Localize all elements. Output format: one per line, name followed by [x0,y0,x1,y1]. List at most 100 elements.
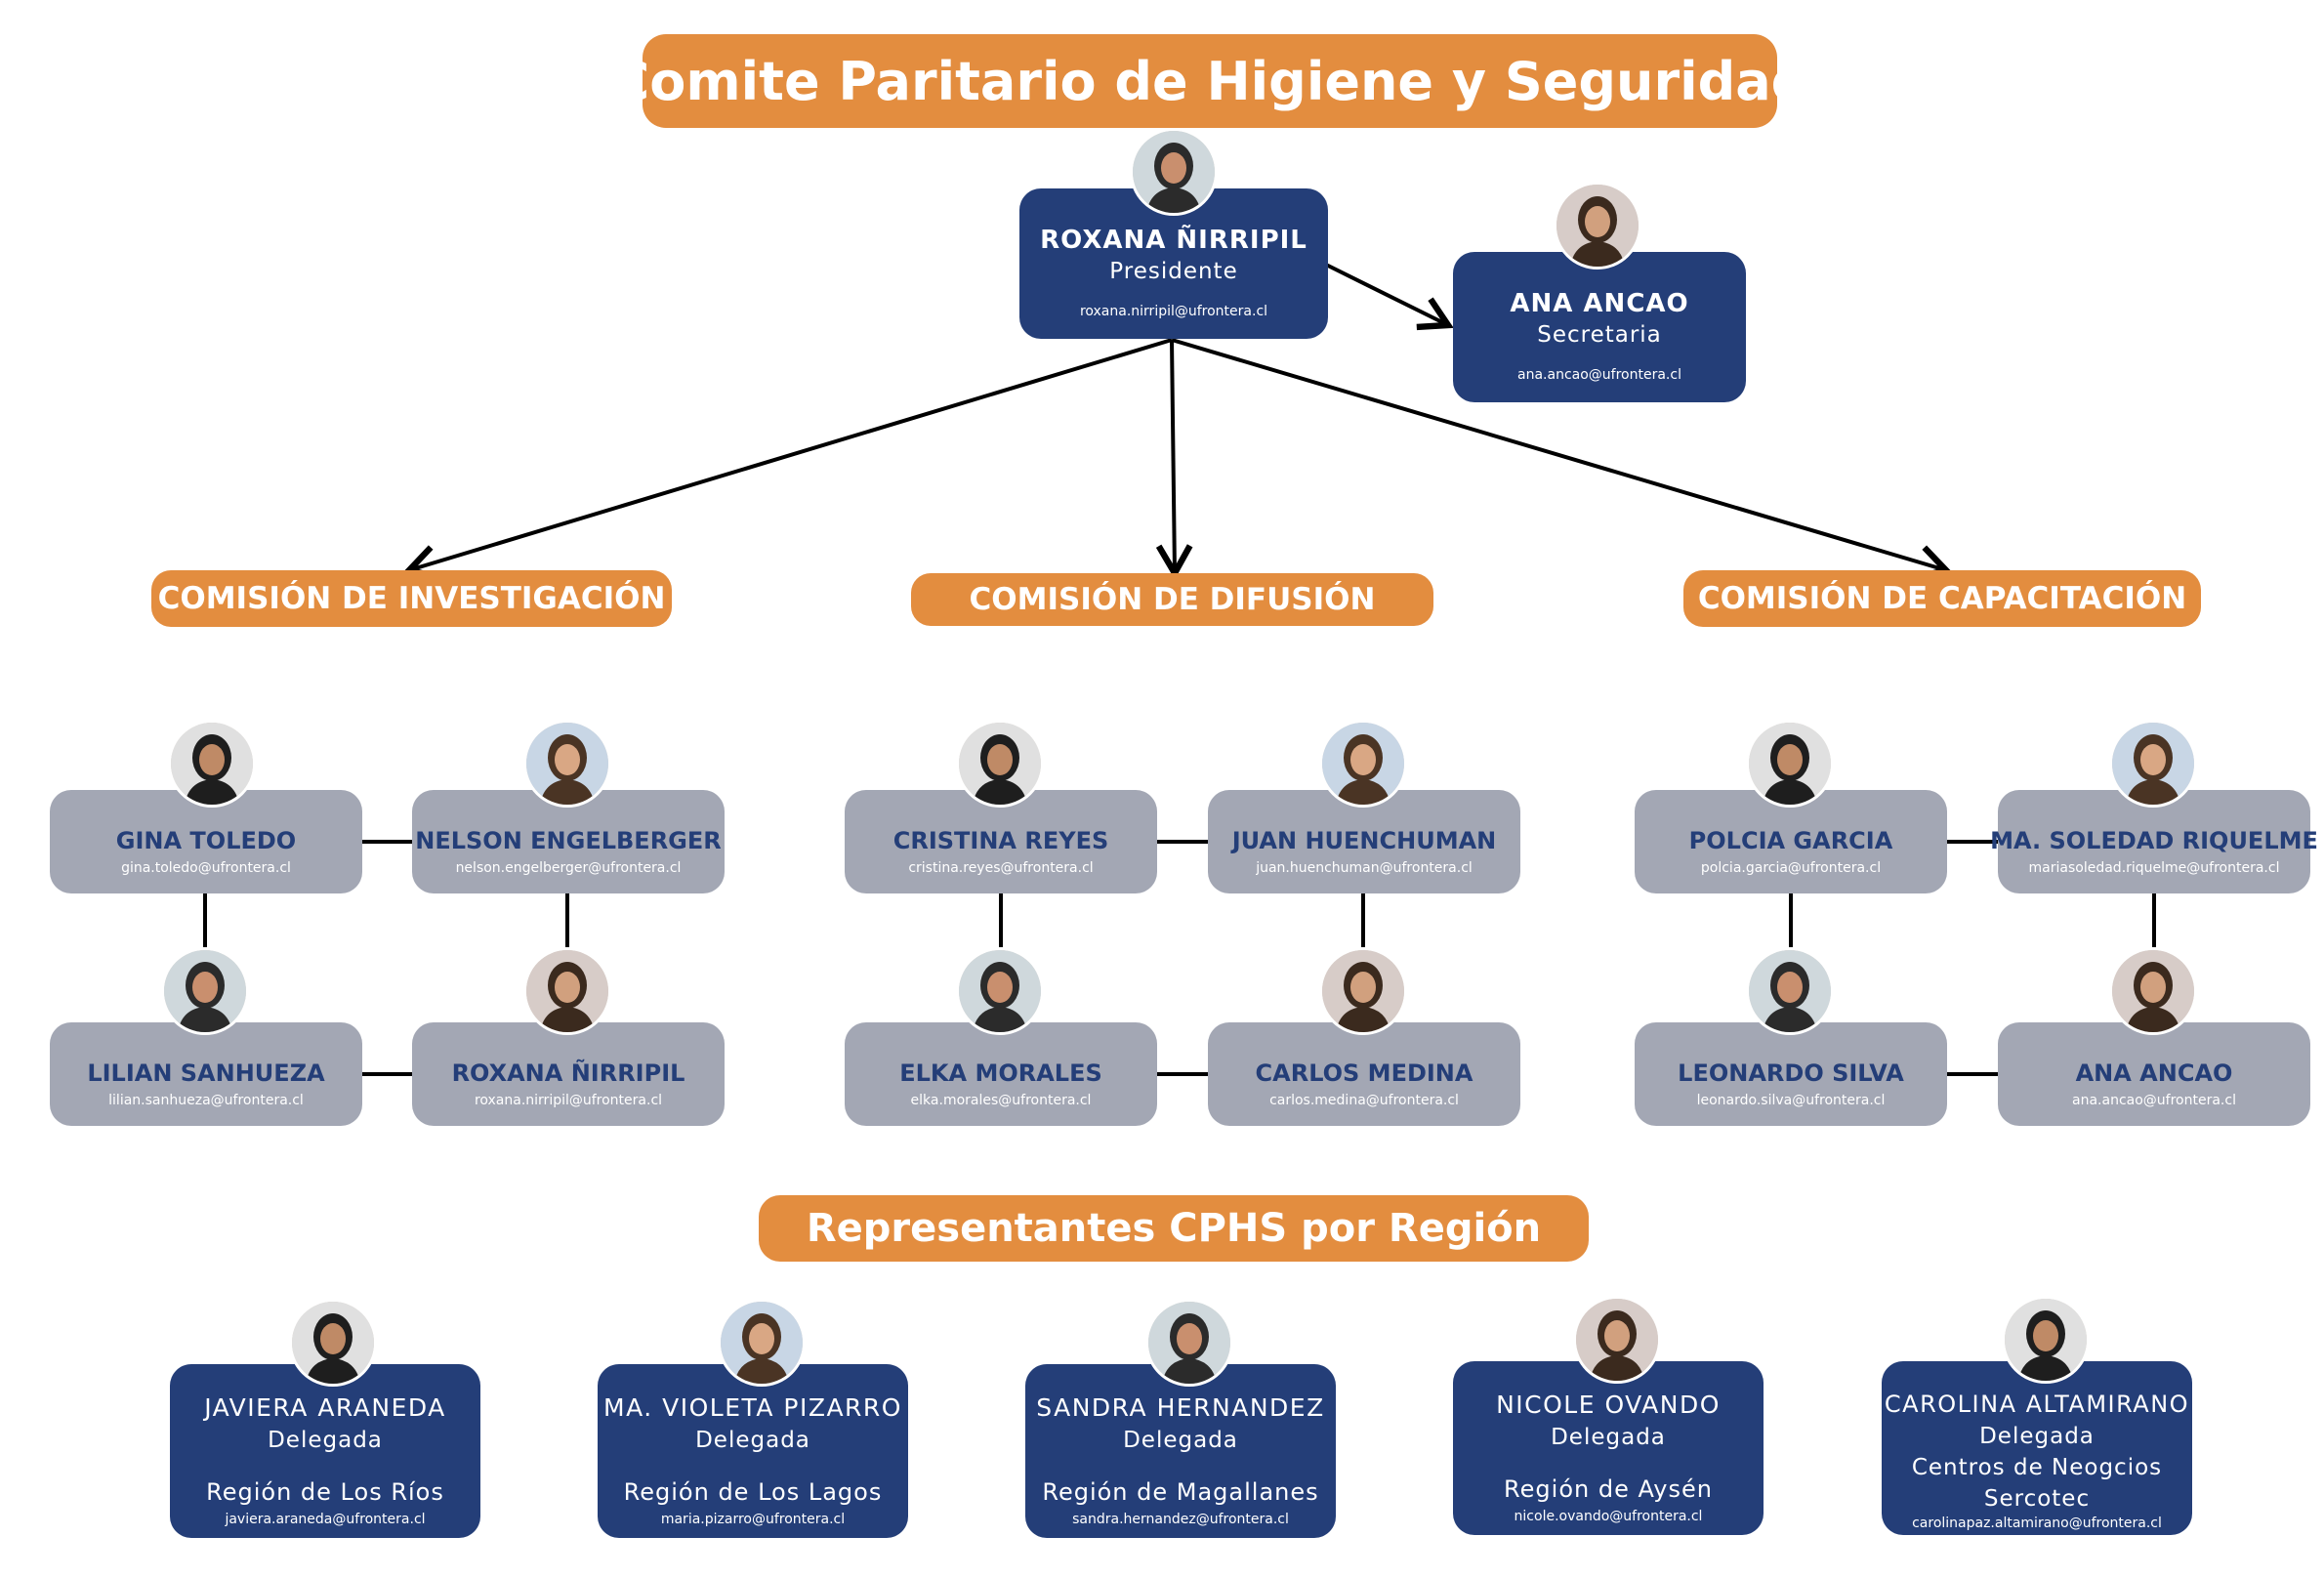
member-email: juan.huenchuman@ufrontera.cl [1256,860,1473,876]
representative-card: SANDRA HERNANDEZ Delegada Región de Maga… [1025,1364,1336,1538]
secretary-avatar [1554,182,1641,270]
member-avatar [956,720,1044,808]
person-icon [2112,723,2194,805]
president-email: roxana.nirripil@ufrontera.cl [1079,304,1268,319]
member-name: ANA ANCAO [2075,1059,2233,1087]
member-card: ROXANA ÑIRRIPIL roxana.nirripil@ufronter… [412,1022,725,1126]
commission-title-investigacion: COMISIÓN DE INVESTIGACIÓN [151,570,672,627]
member-name: NELSON ENGELBERGER [415,827,722,854]
rep-avatar [1573,1296,1661,1384]
person-icon [1148,1302,1230,1384]
person-icon [2112,950,2194,1032]
member-email: cristina.reyes@ufrontera.cl [908,860,1094,876]
person-icon [1556,185,1639,267]
person-icon [526,950,608,1032]
secretary-name: ANA ANCAO [1510,289,1689,318]
person-icon [164,950,246,1032]
rep-email: javiera.araneda@ufrontera.cl [225,1512,426,1527]
member-name: LEONARDO SILVA [1678,1059,1904,1087]
person-icon [1133,131,1215,213]
rep-role: Delegada [695,1428,810,1453]
member-email: elka.morales@ufrontera.cl [910,1093,1092,1108]
rep-role: Delegada [1123,1428,1238,1453]
rep-region: Región de Aysén [1504,1475,1713,1503]
member-email: polcia.garcia@ufrontera.cl [1700,860,1882,876]
rep-name: NICOLE OVANDO [1496,1391,1721,1419]
member-email: mariasoledad.riquelme@ufrontera.cl [2028,860,2280,876]
representative-card: MA. VIOLETA PIZARRO Delegada Región de L… [598,1364,908,1538]
person-icon [959,950,1041,1032]
member-card: ELKA MORALES elka.morales@ufrontera.cl [845,1022,1157,1126]
person-icon [1576,1299,1658,1381]
person-icon [171,723,253,805]
member-card: POLCIA GARCIA polcia.garcia@ufrontera.cl [1635,790,1947,893]
representative-card: CAROLINA ALTAMIRANO Delegada Centros de … [1882,1361,2192,1535]
member-card: LEONARDO SILVA leonardo.silva@ufrontera.… [1635,1022,1947,1126]
member-name: JUAN HUENCHUMAN [1231,827,1497,854]
member-card: CARLOS MEDINA carlos.medina@ufrontera.cl [1208,1022,1520,1126]
rep-region: Región de Los Lagos [623,1478,883,1506]
rep-name: SANDRA HERNANDEZ [1036,1393,1325,1422]
rep-email: sandra.hernandez@ufrontera.cl [1072,1512,1289,1527]
secretary-role: Secretaria [1537,322,1662,348]
commission-title-difusion: COMISIÓN DE DIFUSIÓN [911,573,1433,626]
arrow-to-capacitacion [1171,338,1953,581]
person-icon [959,723,1041,805]
member-name: CARLOS MEDINA [1255,1059,1473,1087]
rep-role: Delegada [268,1428,383,1453]
member-name: CRISTINA REYES [892,827,1109,854]
secretary-card: ANA ANCAO Secretaria ana.ancao@ufrontera… [1453,252,1746,402]
arrow-to-secretary [1323,262,1454,331]
person-icon [1322,950,1404,1032]
rep-region-line2: Sercotec [1983,1486,2091,1512]
rep-name: CAROLINA ALTAMIRANO [1884,1391,2190,1418]
member-avatar [2109,720,2197,808]
rep-name: MA. VIOLETA PIZARRO [603,1393,902,1422]
person-icon [526,723,608,805]
member-avatar [956,947,1044,1035]
rep-avatar [289,1299,377,1387]
person-icon [1749,723,1831,805]
member-name: POLCIA GARCIA [1688,827,1893,854]
secretary-email: ana.ancao@ufrontera.cl [1517,367,1681,383]
member-email: roxana.nirripil@ufrontera.cl [474,1093,663,1108]
regions-title: Representantes CPHS por Región [759,1195,1589,1262]
member-avatar [1746,947,1834,1035]
representative-card: NICOLE OVANDO Delegada Región de Aysén n… [1453,1361,1764,1535]
member-avatar [161,947,249,1035]
member-card: LILIAN SANHUEZA lilian.sanhueza@ufronter… [50,1022,362,1126]
president-card: ROXANA ÑIRRIPIL Presidente roxana.nirrip… [1019,188,1328,339]
rep-email: nicole.ovando@ufrontera.cl [1514,1509,1703,1524]
member-avatar [523,947,611,1035]
commission-title-capacitacion: COMISIÓN DE CAPACITACIÓN [1683,570,2201,627]
rep-name: JAVIERA ARANEDA [204,1393,446,1422]
rep-role: Delegada [1979,1424,2095,1449]
member-name: MA. SOLEDAD RIQUELME [1990,827,2318,854]
person-icon [1749,950,1831,1032]
member-name: GINA TOLEDO [115,827,297,854]
member-name: LILIAN SANHUEZA [87,1059,325,1087]
rep-region: Región de Los Ríos [206,1478,444,1506]
rep-avatar [1145,1299,1233,1387]
rep-region: Región de Magallanes [1042,1478,1319,1506]
member-avatar [1746,720,1834,808]
rep-email: maria.pizarro@ufrontera.cl [660,1512,846,1527]
member-email: carlos.medina@ufrontera.cl [1269,1093,1459,1108]
page-title: Comite Paritario de Higiene y Seguridad [611,34,1808,128]
president-role: Presidente [1109,259,1238,284]
rep-avatar [718,1299,806,1387]
rep-avatar [2002,1296,2090,1384]
president-avatar [1130,128,1218,216]
member-avatar [523,720,611,808]
person-icon [292,1302,374,1384]
member-email: nelson.engelberger@ufrontera.cl [455,860,682,876]
person-icon [721,1302,803,1384]
member-name: ELKA MORALES [899,1059,1102,1087]
member-avatar [2109,947,2197,1035]
person-icon [2005,1299,2087,1381]
president-name: ROXANA ÑIRRIPIL [1040,226,1307,255]
rep-region-line1: Centros de Neogcios [1911,1455,2163,1480]
arrow-to-investigacion [402,338,1173,581]
rep-email: carolinapaz.altamirano@ufrontera.cl [1912,1516,2162,1531]
